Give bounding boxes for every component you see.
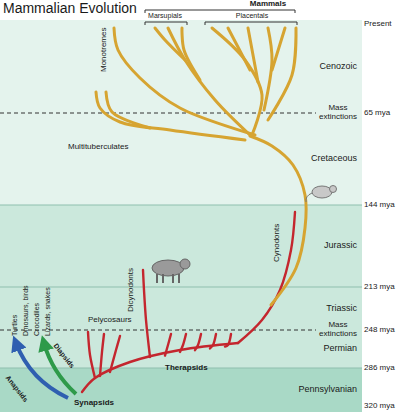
label: Monotremes [100,28,109,72]
dicynodont-picture [152,259,190,283]
animal-leg [162,274,164,283]
label: Dicynodonts [127,268,136,312]
label: Multituberculates [68,143,128,152]
label: 213 mya [364,283,395,292]
bracket [205,22,297,25]
period-divider [0,205,362,206]
label: Present [364,20,392,29]
label: Synapsids [74,399,114,408]
animal-leg [178,274,180,283]
therapsid-branch [180,334,186,352]
label: 65 mya [364,109,390,118]
period-name: Cenozoic [319,62,357,72]
mammal-branch [228,28,250,70]
reptile-arrows [16,343,76,398]
label: Mass extinctions [315,321,361,339]
group-brackets [145,10,297,25]
label: Pelycosaurs [88,316,132,325]
mammal-branch [106,92,150,128]
mammal-branch [114,28,255,135]
animal-leg [172,274,174,283]
diapsid-arrow [44,343,76,394]
mammal-branch [96,92,245,140]
label: 144 mya [364,201,395,210]
animal-head [330,186,337,193]
mammal-branch [212,28,262,135]
therapsid-branch [110,336,120,372]
period-name: Jurassic [324,241,357,251]
label: Mammals [250,0,286,9]
label: 248 mya [364,326,395,335]
period-band: Triassic [0,287,362,330]
period-band: Pennsylvanian [0,368,362,412]
therapsid-branch [225,334,231,347]
label: Crocodiles [33,303,41,336]
label: Dinosaurs, birds [22,285,30,336]
mammal-branch [248,28,258,82]
label: Mass extinctions [315,104,361,122]
animal-leg [156,274,158,283]
therapsid-branch [100,334,104,376]
period-name: Permian [323,344,357,354]
animal-body [312,186,332,198]
label: Therapsids [165,364,208,373]
label: Marsupials [148,12,182,20]
early-mammal-picture [306,186,337,203]
period-name: Cretaceous [311,154,357,164]
period-divider [0,113,316,114]
mammal-branch [272,28,285,70]
label: Placentals [236,12,268,20]
mammal-branch [182,28,200,80]
mammal-branch [168,28,250,135]
therapsid-branch [238,212,295,343]
animal-head [180,259,190,269]
animal-tail [306,193,312,202]
therapsid-branch [143,270,150,357]
title: Mammalian Evolution [3,1,137,16]
band-fill [0,287,362,330]
label: 320 mya [364,402,395,411]
animal-body [152,260,184,276]
mammal-branch [268,28,296,120]
mammal-branch [250,136,306,305]
period-name: Pennsylvanian [298,385,357,395]
therapsid-branch [88,332,95,378]
label: Cynodonts [273,224,282,262]
period-band: Cenozoic [0,20,362,113]
period-band: Cretaceous [0,113,362,205]
band-fill [0,113,362,205]
mammal-branches [96,28,306,305]
period-band: Jurassic [0,205,362,287]
mammal-branch [155,28,185,60]
synapsid-branches [82,212,295,392]
band-fill [0,20,362,113]
period-name: Triassic [326,304,357,314]
label: Turtles [11,315,19,336]
band-fill [0,205,362,287]
label: 286 mya [364,364,395,373]
therapsid-branch [210,334,216,348]
period-band-fills [0,20,362,412]
period-divider [0,287,362,288]
therapsid-branch [165,334,171,356]
bracket [145,22,187,25]
label: Lizards, snakes [44,287,52,336]
therapsid-branch [195,334,201,350]
therapsid-branch [82,343,238,392]
